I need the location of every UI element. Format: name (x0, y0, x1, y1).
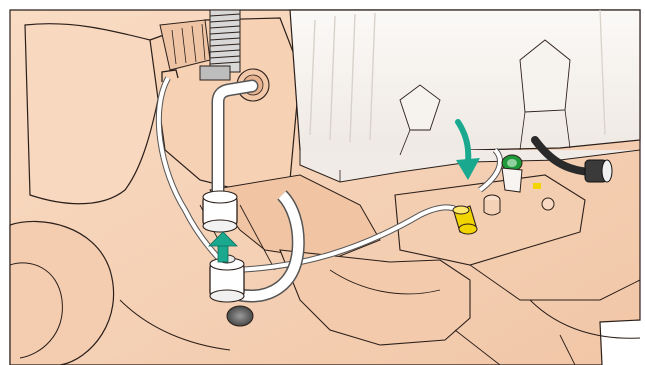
top-connector (203, 191, 237, 232)
white-cover (290, 10, 640, 182)
